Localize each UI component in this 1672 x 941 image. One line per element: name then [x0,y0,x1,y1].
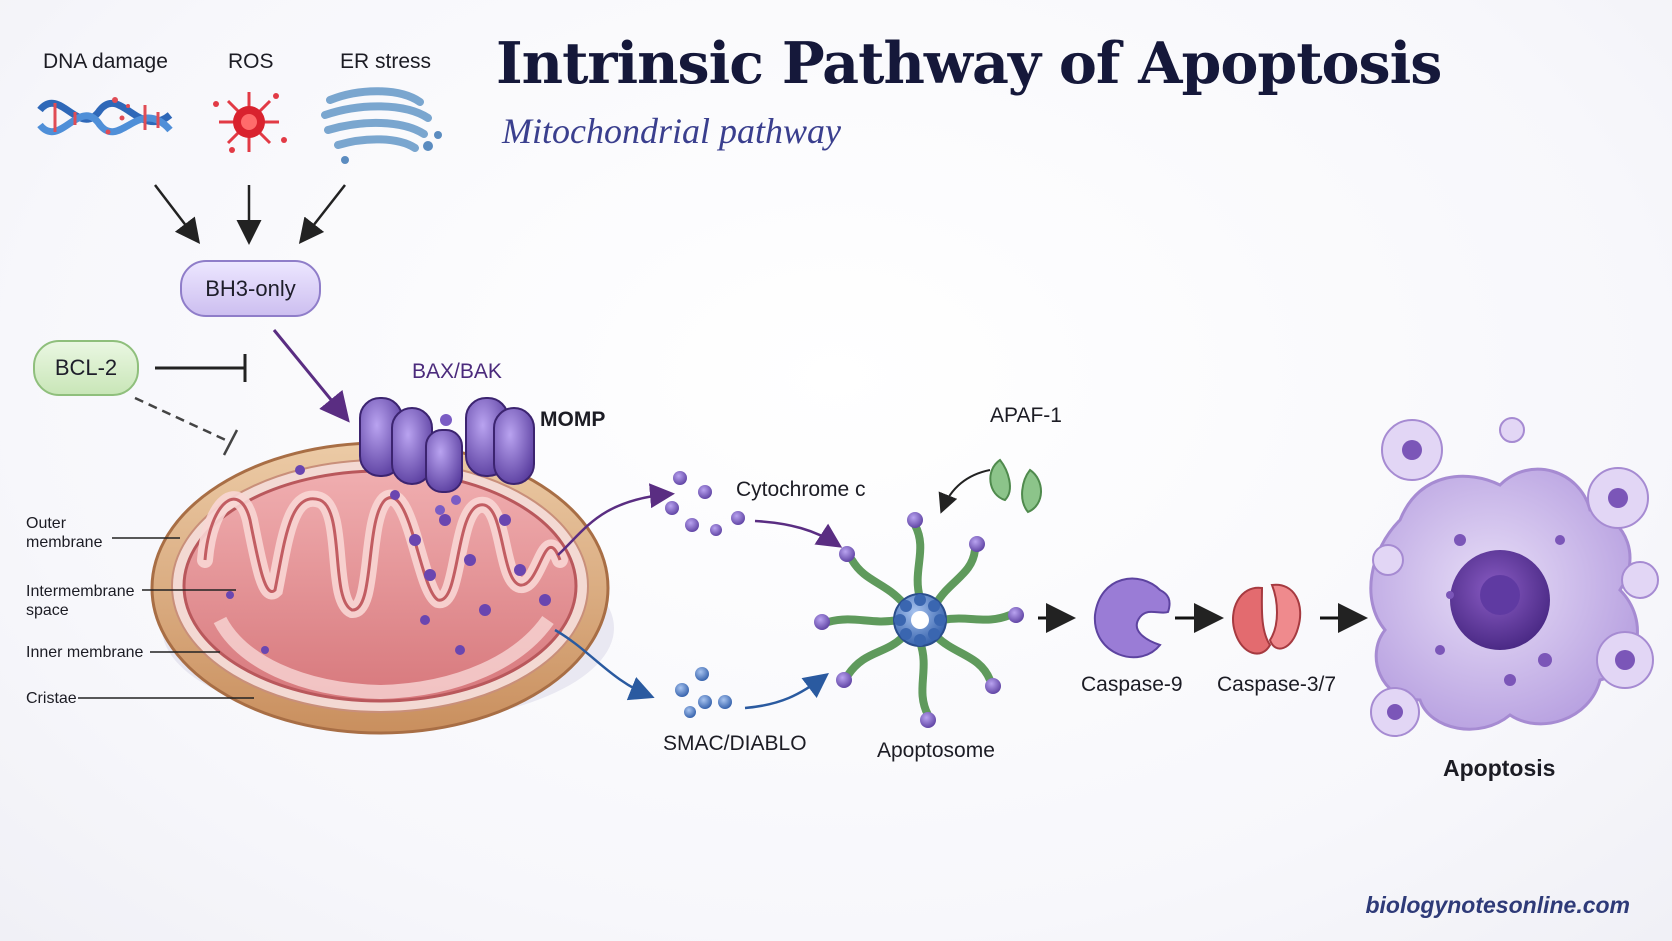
er-to-bh3-arrow [298,184,346,244]
apoptosome-icon [814,512,1024,728]
label-cristae: Cristae [26,690,77,707]
smac-to-apoptosome-arrow [744,672,829,710]
page-subtitle: Mitochondrial pathway [502,111,841,151]
label-outer-membrane: Outer membrane [26,515,103,551]
mitochondrion [150,441,614,735]
cytochrome-c-particles [665,471,745,536]
cytc-to-apoptosome-arrow [754,519,843,548]
page-title: Intrinsic Pathway of Apoptosis [496,30,1442,97]
bcl2-dashed-inhibition [134,396,239,456]
bcl2-badge: BCL-2 [33,340,139,396]
apoptotic-cell-icon [1369,417,1659,737]
label-inner-membrane: Inner membrane [26,644,144,661]
source-credit: biologynotesonline.com [1365,892,1630,918]
label-momp: MOMP [540,408,606,431]
bcl2-inhibition-bar [155,354,247,382]
label-caspase37: Caspase-3/7 [1217,673,1337,696]
apaf1-to-apoptosome-arrow [938,469,991,514]
label-bax-bak: BAX/BAK [412,360,502,383]
label-apaf1: APAF-1 [990,404,1062,427]
label-ros: ROS [228,50,274,73]
smac-particles [675,667,732,718]
caspase37-icon [1232,583,1302,655]
er-icon [321,87,442,164]
label-apoptosis: Apoptosis [1443,755,1556,781]
cytc-release-arrow [557,483,675,556]
bax-bak-pore-icon [359,397,535,515]
label-er-stress: ER stress [340,50,432,73]
label-apoptosome: Apoptosome [877,739,995,762]
label-cytochrome-c: Cytochrome c [736,478,866,501]
ros-burst-icon [213,92,287,153]
smac-release-arrow [554,628,655,701]
caspase9-icon [1093,577,1171,659]
apaf1-icon [989,458,1042,514]
bh3-only-badge: BH3-only [180,260,321,317]
label-smac-diablo: SMAC/DIABLO [663,732,807,755]
label-intermembrane-space: Intermembrane space [26,583,135,619]
dna-to-bh3-arrow [154,184,201,244]
dna-icon [37,97,173,136]
bh3-to-baxbak-arrow [272,329,350,423]
mito-label-pointers [78,537,254,699]
label-dna-damage: DNA damage [43,50,168,73]
label-caspase9: Caspase-9 [1081,673,1183,696]
